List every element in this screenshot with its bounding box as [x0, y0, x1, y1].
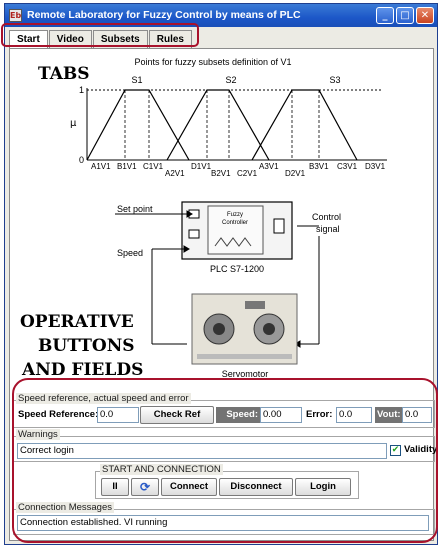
x-label-d2v1: D2V1	[285, 169, 306, 178]
x-label-a2v1: A2V1	[165, 169, 185, 178]
tabs-annotation: TABS	[38, 64, 90, 84]
x-label-d3v1: D3V1	[365, 162, 386, 171]
speed-label: Speed:	[216, 407, 260, 423]
x-label-a3v1: A3V1	[259, 162, 279, 171]
membership-plot-title: Points for fuzzy subsets definition of V…	[134, 57, 291, 67]
connection-messages-output: Connection established. VI running	[17, 515, 429, 531]
check-ref-button[interactable]: Check Ref	[140, 406, 214, 424]
controller-line2: Controller	[222, 220, 248, 226]
error-output: 0.0	[336, 407, 372, 423]
x-labels: A1V1 B1V1 C1V1 A2V1 D1V1 B2V1 C2V1 A3V1 …	[91, 162, 386, 178]
y-tick-top: 1	[79, 85, 84, 95]
servomotor-board	[191, 293, 298, 365]
membership-guides	[124, 90, 320, 160]
validity-label: Validity	[404, 444, 438, 455]
controller-line1: Fuzzy	[227, 212, 243, 218]
y-tick-bottom: 0	[79, 155, 84, 165]
subset-label-s3: S3	[329, 75, 340, 85]
plc-label: PLC S7-1200	[210, 264, 264, 274]
tab-video[interactable]: Video	[48, 30, 92, 48]
maximize-button[interactable]: □	[396, 7, 414, 24]
pause-button[interactable]: II	[101, 478, 129, 496]
app-window: Eb Remote Laboratory for Fuzzy Control b…	[4, 3, 438, 545]
disconnect-button[interactable]: Disconnect	[219, 478, 293, 496]
control-signal-line2: signal	[316, 224, 340, 234]
membership-axes	[86, 88, 387, 161]
messages-group: Connection Messages Connection establish…	[13, 502, 435, 535]
y-axis-label: μ	[70, 118, 77, 129]
speed-reference-input[interactable]: 0.0	[97, 407, 139, 423]
speed-output: 0.00	[260, 407, 302, 423]
tab-start[interactable]: Start	[9, 30, 48, 48]
refresh-icon: ⟳	[139, 480, 151, 494]
tabs-highlight-box	[1, 23, 199, 47]
speed-group: Speed reference, actual speed and error …	[13, 393, 435, 428]
login-button[interactable]: Login	[295, 478, 351, 496]
connect-button[interactable]: Connect	[161, 478, 217, 496]
x-label-c2v1: C2V1	[237, 169, 258, 178]
speed-label-diagram: Speed	[117, 248, 143, 258]
tab-rules[interactable]: Rules	[148, 30, 192, 48]
vout-label: Vout:	[375, 407, 403, 423]
operative-annotation-line1: OPERATIVE	[20, 312, 134, 332]
set-point-label: Set point	[117, 204, 153, 214]
tab-bar: Start Video Subsets Rules	[9, 30, 193, 48]
operative-highlight-box	[12, 378, 438, 543]
operative-annotation-line2: BUTTONS	[38, 336, 135, 356]
x-label-b2v1: B2V1	[211, 169, 231, 178]
x-label-b1v1: B1V1	[117, 162, 137, 171]
warnings-output: Correct login	[17, 443, 387, 459]
vout-output: 0.0	[402, 407, 432, 423]
x-label-c1v1: C1V1	[143, 162, 164, 171]
validity-checkbox[interactable]: ✔	[390, 445, 401, 456]
minimize-button[interactable]: _	[376, 7, 394, 24]
warnings-group: Warnings Correct login ✔ Validity	[13, 429, 438, 462]
x-label-c3v1: C3V1	[337, 162, 358, 171]
refresh-button[interactable]: ⟳	[131, 478, 159, 496]
signal-arrows	[115, 210, 320, 348]
plc-block: Fuzzy Controller	[181, 201, 293, 260]
x-label-a1v1: A1V1	[91, 162, 111, 171]
connection-group: START AND CONNECTION II ⟳ Connect Discon…	[95, 464, 359, 499]
speed-group-legend: Speed reference, actual speed and error	[16, 393, 191, 404]
app-icon: Eb	[9, 9, 22, 22]
subset-label-s1: S1	[131, 75, 142, 85]
connection-legend: START AND CONNECTION	[100, 464, 223, 475]
subset-label-s2: S2	[225, 75, 236, 85]
title-bar: Eb Remote Laboratory for Fuzzy Control b…	[5, 4, 437, 27]
speed-reference-label: Speed Reference:	[18, 409, 99, 420]
messages-legend: Connection Messages	[16, 502, 114, 513]
tab-subsets[interactable]: Subsets	[92, 30, 148, 48]
warnings-legend: Warnings	[16, 429, 60, 440]
x-label-d1v1: D1V1	[191, 162, 212, 171]
x-label-b3v1: B3V1	[309, 162, 329, 171]
window-title: Remote Laboratory for Fuzzy Control by m…	[27, 9, 301, 21]
control-signal-line1: Control	[312, 212, 341, 222]
servomotor-label: Servomotor	[222, 369, 269, 379]
operative-annotation-line3: AND FIELDS	[22, 360, 144, 380]
diagram-area: Points for fuzzy subsets definition of V…	[70, 57, 387, 379]
error-label: Error:	[306, 409, 333, 420]
close-button[interactable]: ✕	[416, 7, 434, 24]
membership-curves	[86, 89, 358, 161]
